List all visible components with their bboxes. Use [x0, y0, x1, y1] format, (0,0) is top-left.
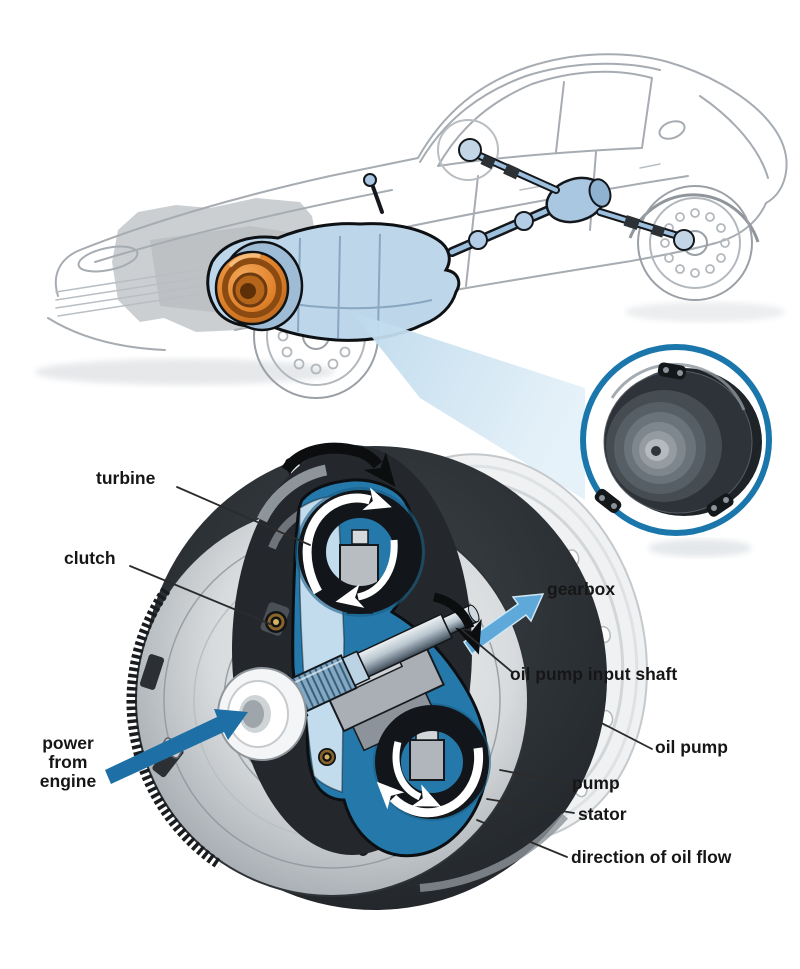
rear-wheel: [628, 185, 760, 301]
callout-shadow: [648, 539, 752, 557]
leader-oil-pump: [587, 715, 653, 750]
power-from-engine-arrow: [105, 709, 248, 784]
rotation-arrow-pump-inner: [392, 741, 441, 807]
car-illustration: [35, 53, 788, 399]
leader-clutch: [129, 565, 271, 625]
car-shadow: [35, 359, 335, 385]
stator-bolt: [318, 748, 336, 766]
car-shadow-rear: [625, 302, 785, 322]
rotation-arrow-turbine-inner: [335, 539, 398, 608]
callout: [580, 344, 772, 557]
u-joint: [514, 211, 534, 231]
label-direction-of-oil-flow: direction of oil flow: [571, 847, 732, 867]
rotation-arrow-shaft: [432, 592, 482, 655]
torque-converter-front: [214, 250, 290, 326]
far-rear-wheel: [437, 119, 499, 181]
label-clutch: clutch: [64, 548, 116, 568]
magnifier-beam: [352, 312, 585, 500]
label-stator: stator: [578, 804, 627, 824]
torque-converter-cutaway: [105, 442, 648, 910]
callout-torque-converter: [594, 362, 762, 517]
leader-pump: [499, 769, 569, 784]
leader-direction-of-oil-flow: [476, 819, 568, 858]
label-gearbox: gearbox: [547, 579, 616, 599]
input-hub: [217, 667, 307, 761]
transmission: [206, 222, 461, 342]
car-body-lines: [47, 53, 788, 351]
rotation-arrow-pump: [376, 747, 484, 818]
leader-stator: [486, 798, 575, 814]
label-pump: pump: [572, 773, 620, 793]
leader-oil-pump-input-shaft: [461, 629, 513, 673]
clutch-bolt: [260, 602, 290, 636]
rotation-arrow-turbine: [302, 487, 392, 595]
rear-hub: [673, 229, 695, 251]
headlight: [77, 245, 139, 273]
door-mirror: [658, 120, 686, 140]
leader-lines: [129, 486, 653, 858]
label-power-from-engine: power from engine: [39, 733, 97, 791]
leader-turbine: [176, 486, 311, 546]
rotation-arrow-shell: [281, 442, 396, 487]
drivetrain: [363, 138, 695, 257]
label-oil-pump-input-shaft: oil pump input shaft: [510, 664, 678, 684]
label-turbine: turbine: [96, 468, 156, 488]
rim-clamp: [139, 654, 165, 690]
u-joint: [468, 230, 488, 250]
label-oil-pump: oil pump: [655, 737, 728, 757]
rear-hub-far: [458, 138, 482, 162]
shift-lever: [370, 182, 384, 214]
turbine-torus: [298, 487, 422, 614]
pump-torus: [375, 705, 489, 819]
shell-inner-band: [419, 813, 568, 892]
